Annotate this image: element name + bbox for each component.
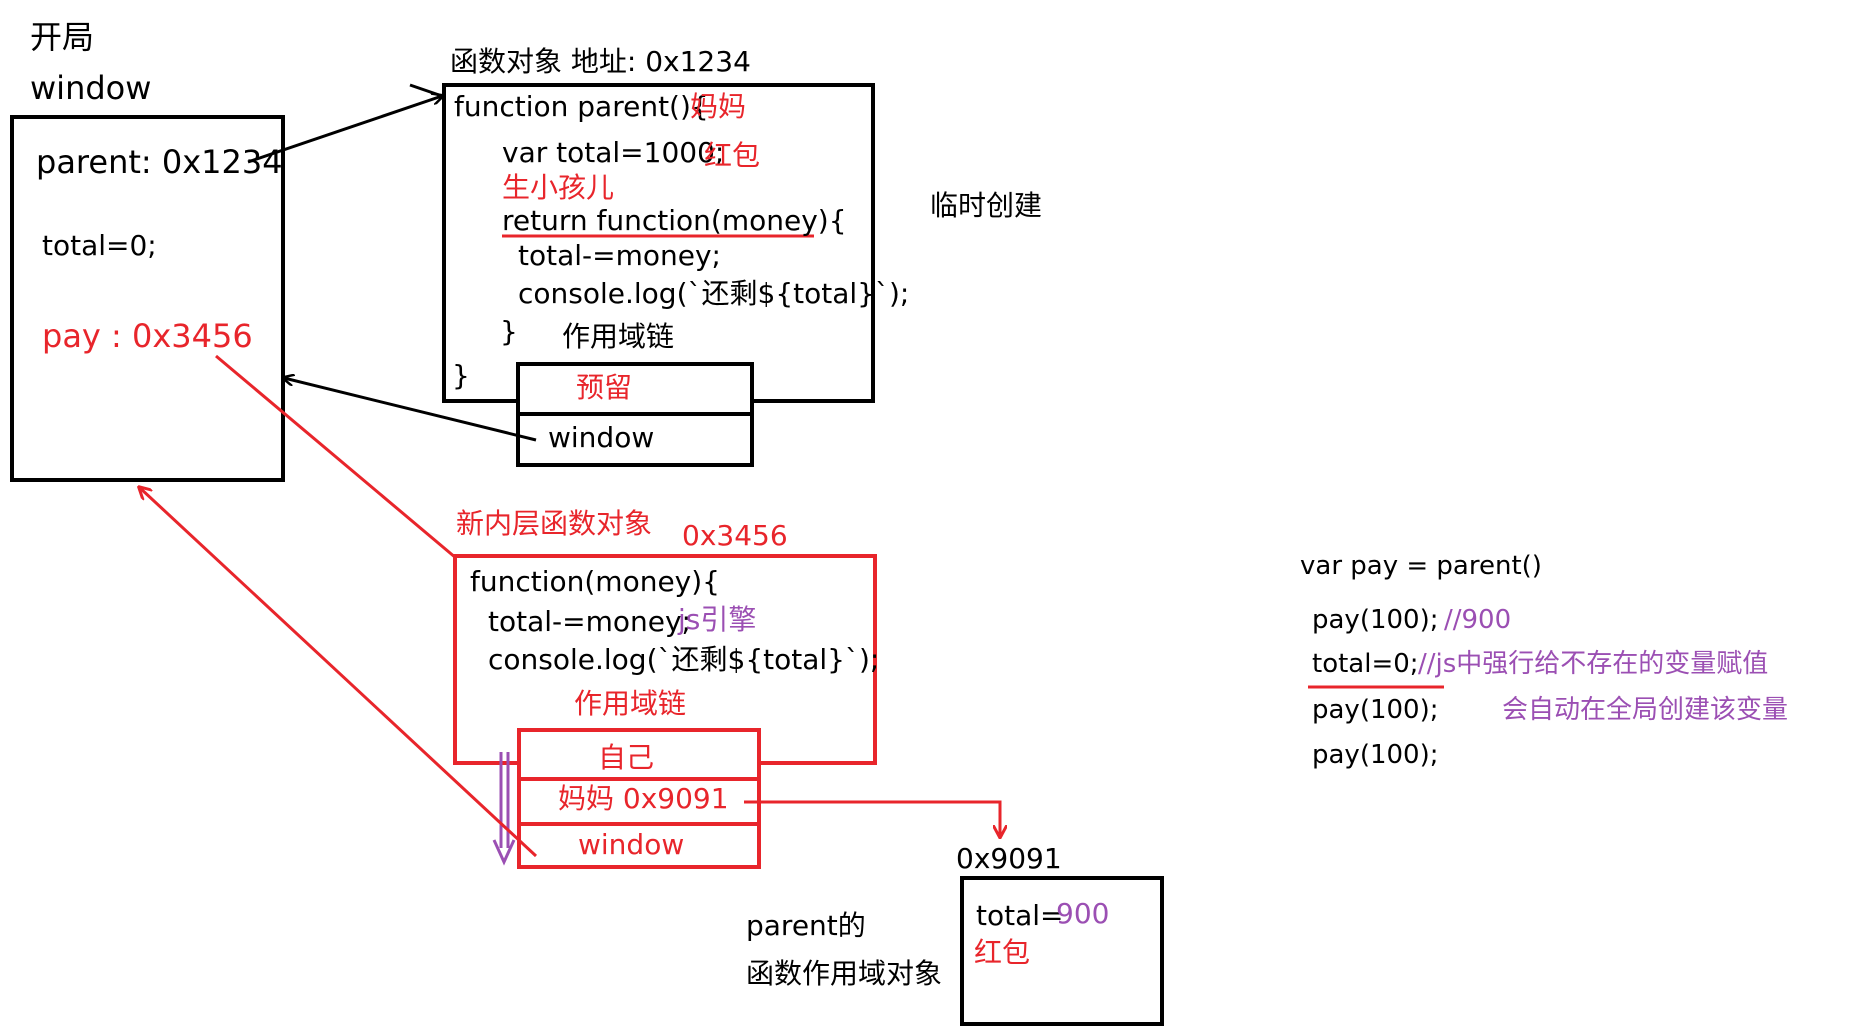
arrow-scope-window-to-window-box	[284, 378, 537, 442]
function-line-4: return function(money){	[502, 204, 847, 237]
inner-scope-chain-label: 作用域链	[574, 687, 687, 720]
function-line-3-note: 生小孩儿	[502, 171, 615, 204]
inner-scope-slot-self: 自己	[598, 741, 655, 774]
arrow-pay-to-inner	[215, 354, 457, 560]
scope-object-address: 0x9091	[956, 842, 1062, 875]
calls-line-1: var pay = parent()	[1300, 551, 1542, 581]
function-line-2: var total=1000;	[502, 136, 725, 169]
scope-slot-window: window	[548, 421, 655, 454]
scope-object-caption-1: parent的	[746, 909, 866, 942]
window-total-entry: total=0;	[42, 229, 157, 262]
calls-line-5: pay(100);	[1312, 740, 1439, 770]
function-line-5: total-=money;	[518, 239, 721, 272]
arrow-parent-to-function	[247, 96, 442, 164]
arrow-mom-to-scope-object	[744, 800, 1000, 836]
scope-object-caption-2: 函数作用域对象	[746, 957, 943, 990]
scope-object-box	[960, 876, 1164, 1026]
purple-lookup-arrow-head	[492, 839, 516, 866]
scope-object-value: total=	[976, 899, 1064, 932]
window-heading-1: 开局	[30, 18, 95, 56]
inner-function-address: 0x3456	[682, 519, 788, 552]
function-line-1: function parent(){	[454, 90, 709, 123]
arrow-inner-window-to-window-box	[140, 488, 538, 858]
calls-line-4-comment: 会自动在全局创建该变量	[1502, 695, 1789, 725]
window-parent-entry: parent: 0x1234	[36, 143, 283, 181]
calls-line-3: total=0;	[1312, 649, 1419, 679]
function-line-1-note: 妈妈	[690, 90, 747, 123]
scope-slot-reserved: 预留	[576, 371, 633, 404]
function-line-7: }	[500, 315, 518, 348]
function-line-6: console.log(`还剩${total}`);	[518, 277, 910, 310]
function-line-2-note: 红包	[704, 139, 761, 172]
inner-line-3: console.log(`还剩${total}`);	[488, 643, 880, 676]
inner-scope-chain-box	[517, 728, 761, 869]
inner-scope-slot-mom: 妈妈 0x9091	[558, 782, 729, 815]
scope-chain-label: 作用域链	[562, 320, 675, 353]
scope-object-value-number: 900	[1056, 897, 1110, 930]
window-box	[10, 115, 285, 482]
calls-line-2: pay(100);	[1312, 605, 1439, 635]
calls-line-2-comment: //900	[1444, 605, 1512, 635]
inner-function-heading: 新内层函数对象	[456, 507, 653, 540]
inner-line-2: total-=money;	[488, 605, 691, 638]
calls-line-3-comment: //js中强行给不存在的变量赋值	[1418, 649, 1769, 679]
scope-object-value-note: 红包	[974, 936, 1031, 969]
function-side-note: 临时创建	[930, 189, 1043, 222]
calls-line-4: pay(100);	[1312, 695, 1439, 725]
function-object-heading: 函数对象 地址: 0x1234	[450, 45, 751, 78]
inner-line-1: function(money){	[470, 565, 720, 598]
window-heading-2: window	[30, 69, 152, 107]
function-line-8: }	[452, 359, 470, 392]
inner-line-2-note: js引擎	[678, 603, 757, 636]
window-pay-entry: pay : 0x3456	[42, 317, 253, 355]
inner-scope-slot-window: window	[578, 828, 685, 861]
arrow-head-upper	[409, 83, 443, 98]
